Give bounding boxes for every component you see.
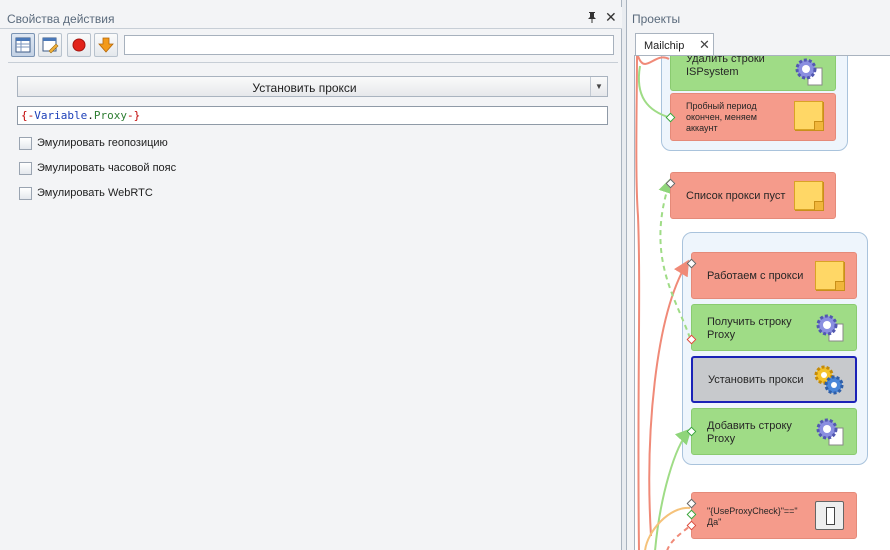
node-label-line: Да" [707,517,722,527]
projects-title: Проекты [632,12,681,26]
node-label: Список прокси пуст [686,190,786,202]
node-label-line: Удалить строки [686,55,765,65]
close-icon[interactable]: ✕ [605,9,617,25]
close-icon[interactable]: ✕ [699,37,710,52]
download-button[interactable] [94,33,118,57]
node-label-line: Пробный период [686,101,757,111]
code-variable: Variable [34,109,88,122]
action-dropdown[interactable]: Установить прокси ▼ [17,76,608,97]
node-label: "{UseProxyCheck}"=="Да" [707,506,798,528]
edit-window-icon [42,37,59,54]
proxy-variable-field[interactable]: {-Variable.Proxy-} [17,106,608,125]
toolbar-input[interactable] [124,35,614,55]
action-dropdown-value: Установить прокси [252,81,357,95]
note-icon [815,261,844,290]
checkbox-label: Эмулировать WebRTC [37,187,153,199]
checkbox-label: Эмулировать часовой пояс [37,162,177,174]
node-label-line: Добавить строку [707,420,792,432]
gear-document-icon [816,314,844,342]
node-label: Работаем с прокси [707,270,804,282]
node-label-line: "{UseProxyCheck}"==" [707,506,798,516]
table-view-icon [15,37,31,53]
node-working-with-proxy[interactable]: Работаем с прокси [691,252,857,299]
node-set-proxy[interactable]: Установить прокси [691,356,857,403]
panel-body: Установить прокси ▼ {-Variable.Proxy-} Э… [8,62,618,546]
node-label-line: аккаунт [686,123,718,133]
checkbox-label: Эмулировать геопозицию [37,137,168,149]
connection-arrows [635,56,692,550]
emulate-geolocation-checkbox[interactable] [19,137,32,150]
panel-header: Свойства действия ✕ [0,7,622,29]
code-dot: . [87,109,94,122]
tab-label: Mailchip [644,40,685,52]
gear-document-icon [795,58,823,86]
gears-icon [814,365,844,395]
emulate-timezone-checkbox[interactable] [19,162,32,175]
switch-icon [815,501,844,530]
node-proxy-list-empty[interactable]: Список прокси пуст [670,172,836,219]
stop-button[interactable] [67,33,91,57]
record-stop-icon [72,38,86,52]
code-open-brace: {- [21,109,35,122]
node-use-proxy-check[interactable]: "{UseProxyCheck}"=="Да" [691,492,857,539]
toolbar [8,33,618,59]
node-label-line: окончен, меняем [686,112,757,122]
note-icon [794,101,823,130]
code-close-brace: -} [126,109,141,122]
chevron-down-icon[interactable]: ▼ [590,77,607,96]
emulate-webrtc-checkbox[interactable] [19,187,32,200]
tab-mailchip[interactable]: Mailchip ✕ [635,33,714,56]
table-view-button[interactable] [11,33,35,57]
node-label-line: Proxy [707,433,736,445]
pin-icon[interactable] [587,11,597,26]
edit-window-button[interactable] [38,33,62,57]
node-label-line: ISPsystem [686,66,739,78]
action-properties-panel: Свойства действия ✕ [0,0,622,550]
code-property: Proxy [93,109,127,122]
note-icon [794,181,823,210]
panel-title: Свойства действия [7,12,115,26]
node-label-line: Proxy [707,329,736,341]
node-label: Установить прокси [708,374,804,386]
download-arrow-icon [98,37,114,53]
node-label-line: Получить строку [707,316,792,328]
gear-document-icon [816,418,844,446]
